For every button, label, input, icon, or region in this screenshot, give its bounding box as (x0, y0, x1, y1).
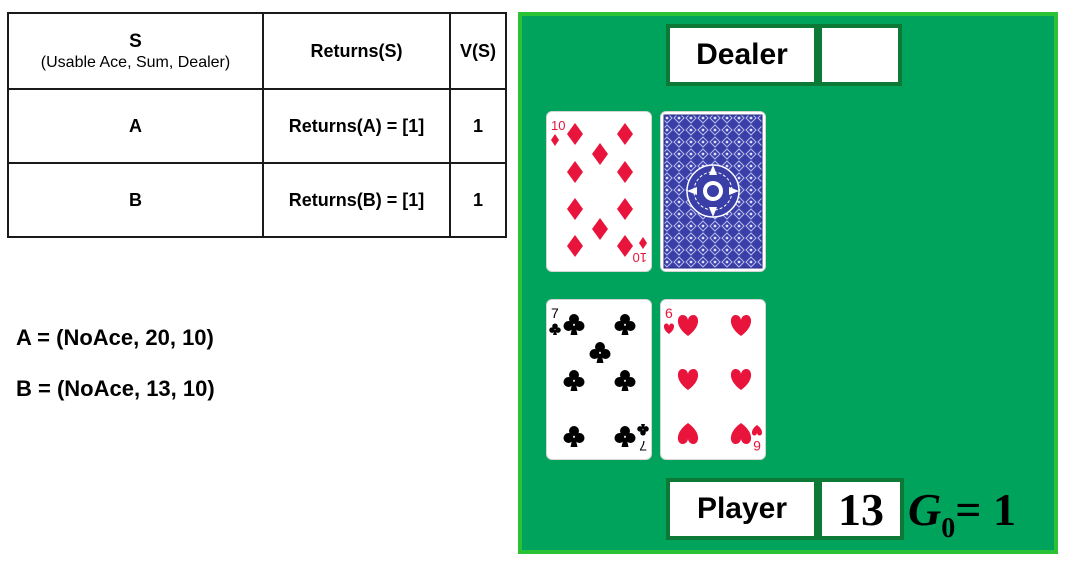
dealer-card-ten-of-diamonds: 10 10 (546, 111, 652, 272)
card-rank: 7 (551, 305, 559, 321)
header-state-label: S (129, 30, 142, 52)
dealer-label: Dealer (666, 24, 818, 86)
return-symbol: G (908, 484, 942, 535)
return-g0-label: G0= 1 (908, 482, 1016, 544)
returns-table: S (Usable Ace, Sum, Dealer) Returns(S) V… (7, 12, 507, 238)
card-rank: 6 (665, 305, 673, 321)
player-label: Player (666, 478, 818, 540)
header-state-sublabel: (Usable Ace, Sum, Dealer) (40, 53, 231, 71)
dealer-card-face-down (660, 111, 766, 272)
value-cell: 1 (449, 162, 507, 238)
blackjack-table: Dealer 10 10 (518, 12, 1058, 554)
header-value: V(S) (449, 12, 507, 90)
return-value: = 1 (955, 484, 1016, 535)
player-sum-box: 13 (818, 478, 904, 540)
table-header-row: S (Usable Ace, Sum, Dealer) Returns(S) V… (7, 12, 507, 90)
card-back-medallion-icon (686, 164, 740, 218)
returns-cell: Returns(A) = [1] (262, 88, 451, 164)
player-card-six-of-hearts: 6 6 (660, 299, 766, 460)
returns-cell: Returns(B) = [1] (262, 162, 451, 238)
header-state: S (Usable Ace, Sum, Dealer) (7, 12, 264, 90)
table-row: B Returns(B) = [1] 1 (7, 162, 507, 238)
header-returns: Returns(S) (262, 12, 451, 90)
dealer-sum-box (818, 24, 902, 86)
state-definition-a: A = (NoAce, 20, 10) (16, 325, 214, 350)
table-row: A Returns(A) = [1] 1 (7, 88, 507, 164)
state-cell: B (7, 162, 264, 238)
value-cell: 1 (449, 88, 507, 164)
card-rank-inverted: 10 (633, 250, 647, 265)
player-card-seven-of-clubs: 7 7 (546, 299, 652, 460)
card-rank-inverted: 7 (639, 438, 647, 454)
card-rank: 10 (551, 118, 565, 133)
card-rank-inverted: 6 (753, 438, 761, 454)
state-cell: A (7, 88, 264, 164)
state-definition-b: B = (NoAce, 13, 10) (16, 376, 215, 401)
return-subscript: 0 (941, 513, 956, 544)
